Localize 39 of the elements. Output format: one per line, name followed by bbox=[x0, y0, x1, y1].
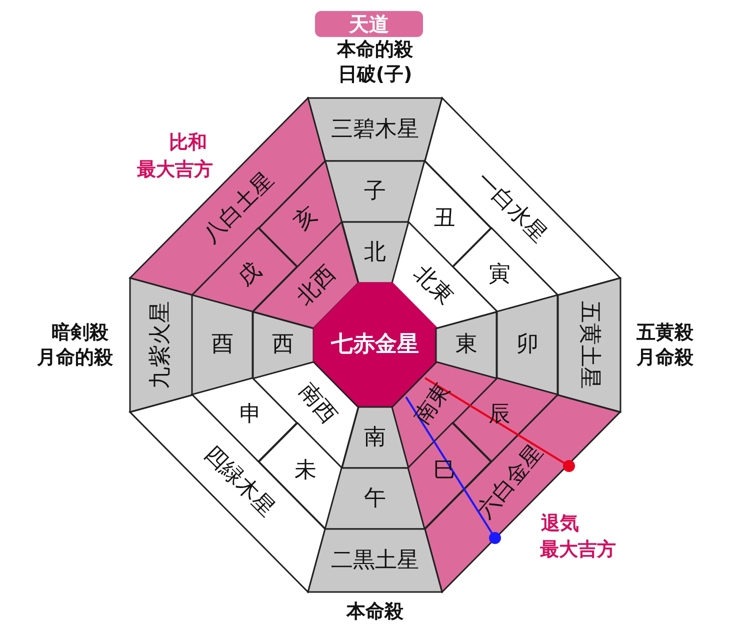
direction-label: 北西 bbox=[293, 262, 340, 310]
star-name: 九紫火星 bbox=[150, 301, 172, 389]
title-badge: 天道 bbox=[315, 11, 423, 37]
annotation-text: 五黄殺 bbox=[636, 322, 694, 344]
zodiac-sign: 戌 bbox=[234, 260, 266, 291]
zodiac-sign: 午 bbox=[364, 488, 386, 510]
zodiac-sign: 卯 bbox=[516, 334, 538, 356]
star-name: 三碧木星 bbox=[331, 118, 419, 140]
star-name: 二黒土星 bbox=[331, 550, 419, 572]
star-name: 七赤金星 bbox=[330, 334, 419, 356]
zodiac-sign: 申 bbox=[239, 404, 262, 426]
star-name: 五黄土星 bbox=[578, 301, 600, 389]
zodiac-sign: 酉 bbox=[212, 334, 234, 356]
zodiac-sign: 丑 bbox=[433, 208, 456, 230]
annotation-text: 本命的殺 bbox=[337, 40, 413, 60]
direction-label: 南 bbox=[364, 426, 386, 448]
zodiac-sign: 子 bbox=[364, 180, 386, 202]
direction-label: 南西 bbox=[294, 380, 340, 428]
annotation-text: 最大吉方 bbox=[540, 540, 616, 560]
annotation-text: 比和 bbox=[169, 132, 207, 154]
annotation-text: 退気 bbox=[541, 514, 579, 534]
zodiac-sign: 寅 bbox=[488, 264, 511, 286]
annotation-text: 月命的殺 bbox=[37, 348, 113, 368]
direction-label: 東 bbox=[456, 334, 478, 356]
zodiac-sign: 亥 bbox=[290, 204, 322, 235]
star-name: 一白水星 bbox=[472, 169, 550, 247]
direction-label: 南東 bbox=[412, 379, 456, 428]
annotation-text: 本命殺 bbox=[346, 602, 404, 622]
annotation-text: 日破(子) bbox=[338, 64, 412, 86]
direction-label: 北 bbox=[364, 242, 386, 264]
direction-label: 北東 bbox=[410, 262, 457, 310]
annotation-text: 暗剣殺 bbox=[52, 322, 108, 344]
annotation-text: 最大吉方 bbox=[137, 160, 213, 180]
direction-label: 西 bbox=[272, 334, 294, 356]
annotation-text: 月命殺 bbox=[636, 348, 694, 368]
zodiac-sign: 巳 bbox=[433, 460, 456, 482]
star-name: 四緑木星 bbox=[200, 443, 278, 521]
zodiac-sign: 辰 bbox=[488, 404, 511, 426]
zodiac-sign: 未 bbox=[294, 460, 317, 482]
